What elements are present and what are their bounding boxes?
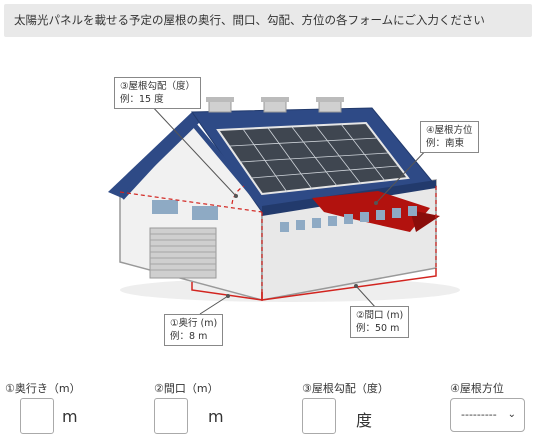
direction-arrow: [312, 191, 430, 232]
gable-window-1: [152, 200, 178, 214]
instruction-banner: 太陽光パネルを載せる予定の屋根の奥行、間口、勾配、方位の各フォームにご入力くださ…: [4, 4, 532, 37]
direction-select-value: ---------: [461, 408, 497, 421]
direction-callout-title: ④屋根方位: [426, 125, 473, 136]
measure-guides: [119, 185, 437, 292]
width-unit: m: [208, 407, 224, 426]
pitch-unit: 度: [356, 411, 373, 430]
direction-arrow-tip: [410, 210, 440, 232]
width-bracket: [261, 268, 437, 301]
direction-callout-example: 例：南東: [426, 138, 465, 149]
direction-marker: [374, 201, 378, 205]
depth-callout: ①奥行 (m) 例：8 m: [164, 314, 224, 346]
depth-input[interactable]: [20, 398, 54, 434]
width-marker: [354, 284, 358, 288]
pitch-label: ③屋根勾配（度）: [302, 382, 389, 395]
direction-label: ④屋根方位: [450, 382, 504, 395]
width-label: ②間口（m）: [154, 382, 219, 395]
roof-diagram: [108, 97, 460, 315]
depth-unit: m: [62, 407, 78, 426]
depth-callout-title: ①奥行 (m): [170, 318, 218, 329]
depth-marker: [226, 294, 230, 298]
solar-panel: [216, 121, 410, 196]
pitch-callout: ③屋根勾配（度） 例：15 度: [114, 77, 202, 109]
width-input[interactable]: [154, 398, 188, 434]
depth-callout-example: 例：8 m: [170, 331, 208, 342]
width-callout-example: 例：50 m: [356, 323, 400, 334]
side-windows: [280, 206, 417, 232]
pitch-callout-title: ③屋根勾配（度）: [120, 81, 196, 92]
direction-select[interactable]: --------- ⌄: [450, 398, 525, 432]
pitch-input[interactable]: [302, 398, 336, 434]
direction-callout: ④屋根方位 例：南東: [420, 121, 479, 153]
leader-lines: [149, 103, 431, 315]
roof-vents: [206, 97, 344, 113]
width-callout-title: ②間口 (m): [356, 310, 404, 321]
gable-window-2: [192, 206, 218, 220]
chevron-down-icon: ⌄: [507, 409, 516, 420]
pitch-marker: [234, 194, 238, 198]
depth-label: ①奥行き（m）: [5, 382, 81, 395]
shutter-slats: [150, 233, 216, 271]
gable-edge: [120, 118, 264, 208]
width-callout: ②間口 (m) 例：50 m: [350, 306, 410, 338]
pitch-callout-example: 例：15 度: [120, 94, 164, 105]
